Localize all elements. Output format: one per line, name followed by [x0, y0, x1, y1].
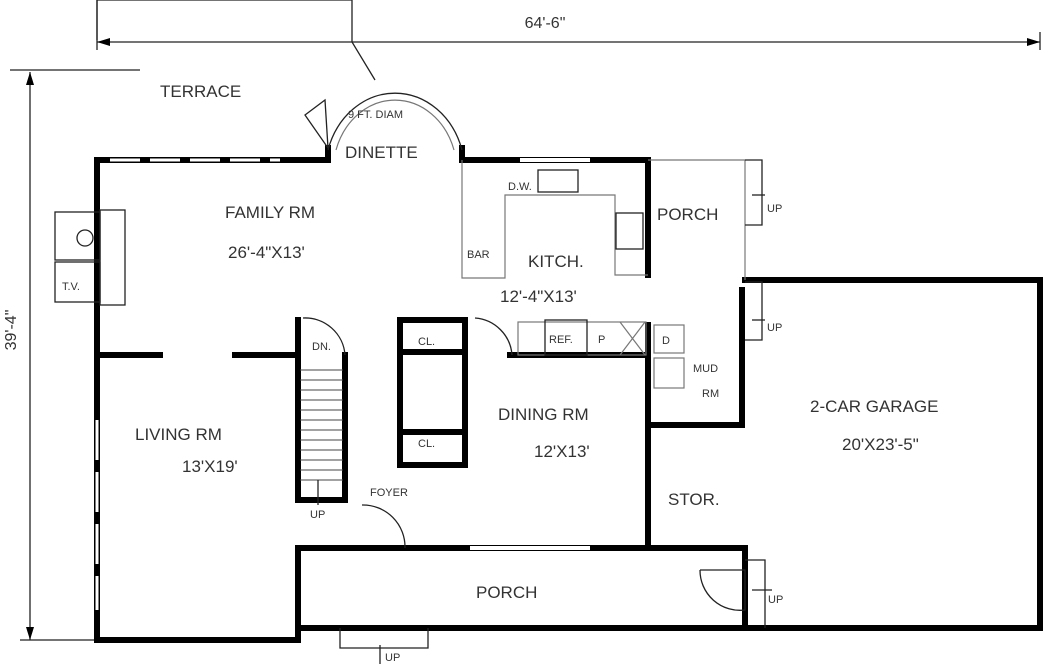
terrace: TERRACE	[96, 0, 376, 101]
up-markers: UP UP UP UP UP	[310, 159, 783, 664]
closet-top-label: CL.	[418, 336, 435, 348]
garage-label: 2-CAR GARAGE	[810, 397, 938, 416]
dining-rm-label: DINING RM	[498, 405, 589, 424]
up-label-front-porch: UP	[768, 594, 783, 606]
family-rm-size: 26'-4"X13'	[228, 243, 305, 262]
living-rm-label: LIVING RM	[135, 425, 222, 444]
living-rm-size: 13'X19'	[182, 457, 238, 476]
dw-label: D.W.	[508, 181, 532, 193]
terrace-label: TERRACE	[160, 82, 241, 101]
tv-label: T.V.	[62, 281, 80, 293]
garage-size: 20'X23'-5"	[842, 435, 919, 454]
depth-label: 39'-4"	[3, 310, 20, 351]
mud-rm-label-2: RM	[702, 388, 719, 400]
front-porch-label: PORCH	[476, 583, 537, 602]
stair-down-label: DN.	[312, 341, 331, 353]
walls	[94, 92, 1043, 643]
room-labels: 9 FT. DIAM DINETTE FAMILY RM 26'-4"X13' …	[135, 109, 938, 602]
stair: DN. CL. CL.	[300, 98, 746, 611]
up-label-mud: UP	[767, 322, 782, 334]
dryer-label: D	[662, 335, 670, 347]
mud-rm-label-1: MUD	[693, 363, 718, 375]
dining-rm-size: 12'X13'	[534, 442, 590, 461]
width-dimension: 64'-6"	[96, 0, 1041, 50]
bay-note: 9 FT. DIAM	[348, 109, 403, 121]
storage-label: STOR.	[668, 490, 720, 509]
kitchen-fixtures: D.W. BAR REF. P D	[461, 160, 685, 389]
foyer-label: FOYER	[370, 487, 408, 499]
bar-label: BAR	[467, 249, 490, 261]
rear-porch-label: PORCH	[657, 205, 718, 224]
up-label-entry: UP	[385, 652, 400, 664]
dinette-label: DINETTE	[345, 143, 418, 162]
pantry-label: P	[598, 334, 605, 346]
ref-label: REF.	[549, 334, 573, 346]
depth-dimension: 39'-4"	[3, 69, 140, 641]
family-rm-label: FAMILY RM	[225, 203, 315, 222]
width-label: 64'-6"	[525, 15, 566, 32]
up-label-porch: UP	[767, 203, 782, 215]
closet-bottom-label: CL.	[418, 438, 435, 450]
kitchen-label: KITCH.	[528, 252, 584, 271]
up-label-stair: UP	[310, 509, 325, 521]
kitchen-size: 12'-4"X13'	[500, 287, 577, 306]
fireplace: T.V.	[54, 209, 126, 306]
